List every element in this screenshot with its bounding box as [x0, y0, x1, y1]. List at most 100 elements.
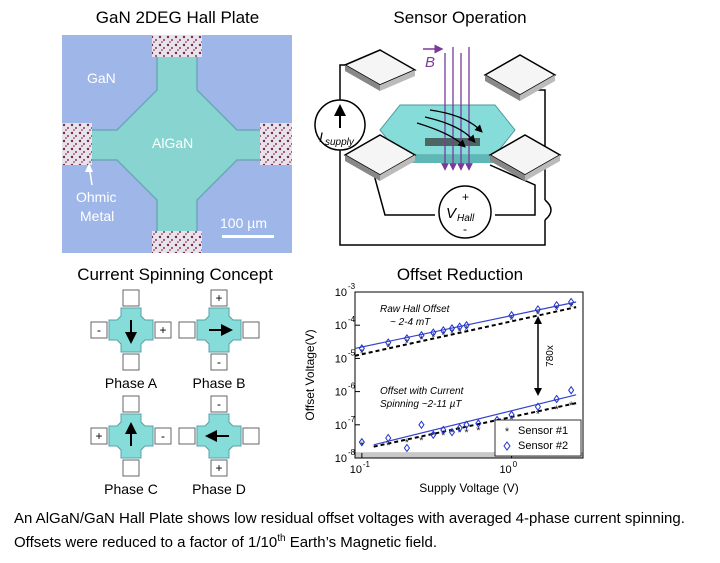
ratio-arrowhead-top [534, 316, 542, 324]
phase-contact-pad [178, 321, 196, 339]
gan-label: GaN [87, 70, 116, 86]
ohmic-label-1: Ohmic [76, 189, 116, 205]
contact-pad-bottom-right [488, 134, 562, 181]
phase-contact-pad [242, 321, 260, 339]
micrograph-title: GaN 2DEG Hall Plate [95, 8, 260, 27]
phase-contact-pad [178, 427, 196, 445]
data-point [385, 433, 392, 443]
y-tick-label: 10 [335, 320, 347, 332]
spinning-phase-0: - + Phase A [90, 289, 172, 391]
data-point: * [386, 342, 391, 354]
phase-contact-pad [210, 395, 228, 413]
caption-part1: An AlGaN/GaN Hall Plate shows low residu… [14, 510, 685, 551]
phase-label: Phase A [105, 375, 158, 391]
legend-marker: * [505, 426, 510, 438]
phase-contact-pad [210, 289, 228, 307]
phase-label: Phase C [104, 481, 158, 497]
phase-contact-pad [210, 353, 228, 371]
data-point: * [431, 430, 436, 442]
legend-label: Sensor #2 [518, 440, 568, 452]
data-point: * [464, 427, 469, 439]
data-point: * [476, 425, 481, 437]
y-tick-exponent: -5 [348, 348, 356, 357]
spinning-phase-3: -+Phase D [178, 395, 260, 497]
phase-contact-sign: + [159, 323, 166, 337]
phase-label: Phase D [192, 481, 246, 497]
data-point: * [441, 430, 446, 442]
phase-contact-pad [90, 427, 108, 445]
phase-contact-pad [242, 427, 260, 445]
scalebar-label: 100 µm [220, 215, 267, 231]
annotation-raw-range: ~ 2-4 mT [390, 317, 431, 328]
spinning-phase-1: +-Phase B [178, 289, 260, 391]
data-point [534, 304, 542, 314]
current-source-label: I [319, 129, 323, 145]
data-point [358, 344, 365, 353]
y-tick-label: 10 [335, 287, 347, 299]
data-point [463, 420, 470, 430]
algan-label: AlGaN [152, 135, 193, 151]
caption-superscript: th [277, 533, 286, 544]
data-point: * [458, 427, 463, 439]
scalebar [222, 235, 274, 238]
data-point [418, 420, 425, 430]
phase-label: Phase B [193, 375, 246, 391]
figure-caption: An AlGaN/GaN Hall Plate shows low residu… [14, 509, 714, 553]
ohmic-label-2: Metal [80, 208, 114, 224]
spinning-title: Current Spinning Concept [77, 265, 273, 284]
data-point [440, 425, 447, 435]
phase-contact-pad [122, 353, 140, 371]
phase-contact-pad [210, 459, 228, 477]
contact-pad-bottom-left [343, 134, 417, 181]
b-field-label: B [425, 54, 435, 71]
data-point: * [569, 302, 574, 314]
y-tick-exponent: -4 [348, 315, 356, 324]
data-point [448, 427, 456, 437]
phase-contact-sign: - [161, 429, 165, 443]
data-point: * [464, 324, 469, 336]
data-point: * [431, 332, 436, 344]
data-point [403, 334, 411, 343]
hall-minus: - [463, 222, 467, 236]
spinning-phase-2: +-Phase C [90, 395, 172, 497]
data-point [568, 385, 575, 395]
phase-contact-pad [154, 427, 172, 445]
data-point [385, 338, 392, 347]
phase-contact-pad [122, 395, 140, 413]
hall-voltage-meter: + V Hall - [438, 185, 492, 239]
data-point [508, 310, 515, 320]
data-point [456, 322, 463, 332]
data-point [430, 328, 437, 337]
operation-title: Sensor Operation [393, 8, 527, 27]
data-point [430, 430, 437, 440]
current-source: I supply [314, 99, 366, 151]
data-point [553, 394, 560, 404]
x-axis-label: Supply Voltage (V) [419, 481, 518, 495]
ratio-arrowhead-bottom [534, 388, 542, 396]
ratio-label: 780x [545, 345, 556, 367]
phase-contact-sign: - [97, 323, 101, 337]
data-point: * [441, 330, 446, 342]
phase-contact-pad [90, 321, 108, 339]
sensor-operation-diagram: B I supply + V Hall - [314, 44, 562, 246]
data-point: * [536, 309, 541, 321]
y-tick-label: 10 [335, 453, 347, 465]
data-point: * [386, 440, 391, 452]
y-tick-label: 10 [335, 387, 347, 399]
y-axis-label: Offset Voltage(V) [303, 329, 317, 420]
plot-frame [354, 291, 584, 459]
current-source-sub: supply [325, 137, 355, 148]
phase-contact-sign: + [215, 291, 222, 305]
x-tick-label: 10 [499, 464, 511, 476]
hall-plate-micrograph: GaN AlGaN Ohmic Metal 100 µm [62, 35, 292, 253]
data-point [456, 423, 463, 433]
hall-voltage-label: V [446, 205, 458, 222]
y-tick-exponent: -3 [348, 282, 356, 291]
y-tick-exponent: -7 [348, 415, 356, 424]
data-point: * [450, 427, 455, 439]
y-tick-label: 10 [335, 420, 347, 432]
data-point: * [360, 348, 365, 360]
data-point [475, 419, 482, 428]
y-tick-label: 10 [335, 353, 347, 365]
